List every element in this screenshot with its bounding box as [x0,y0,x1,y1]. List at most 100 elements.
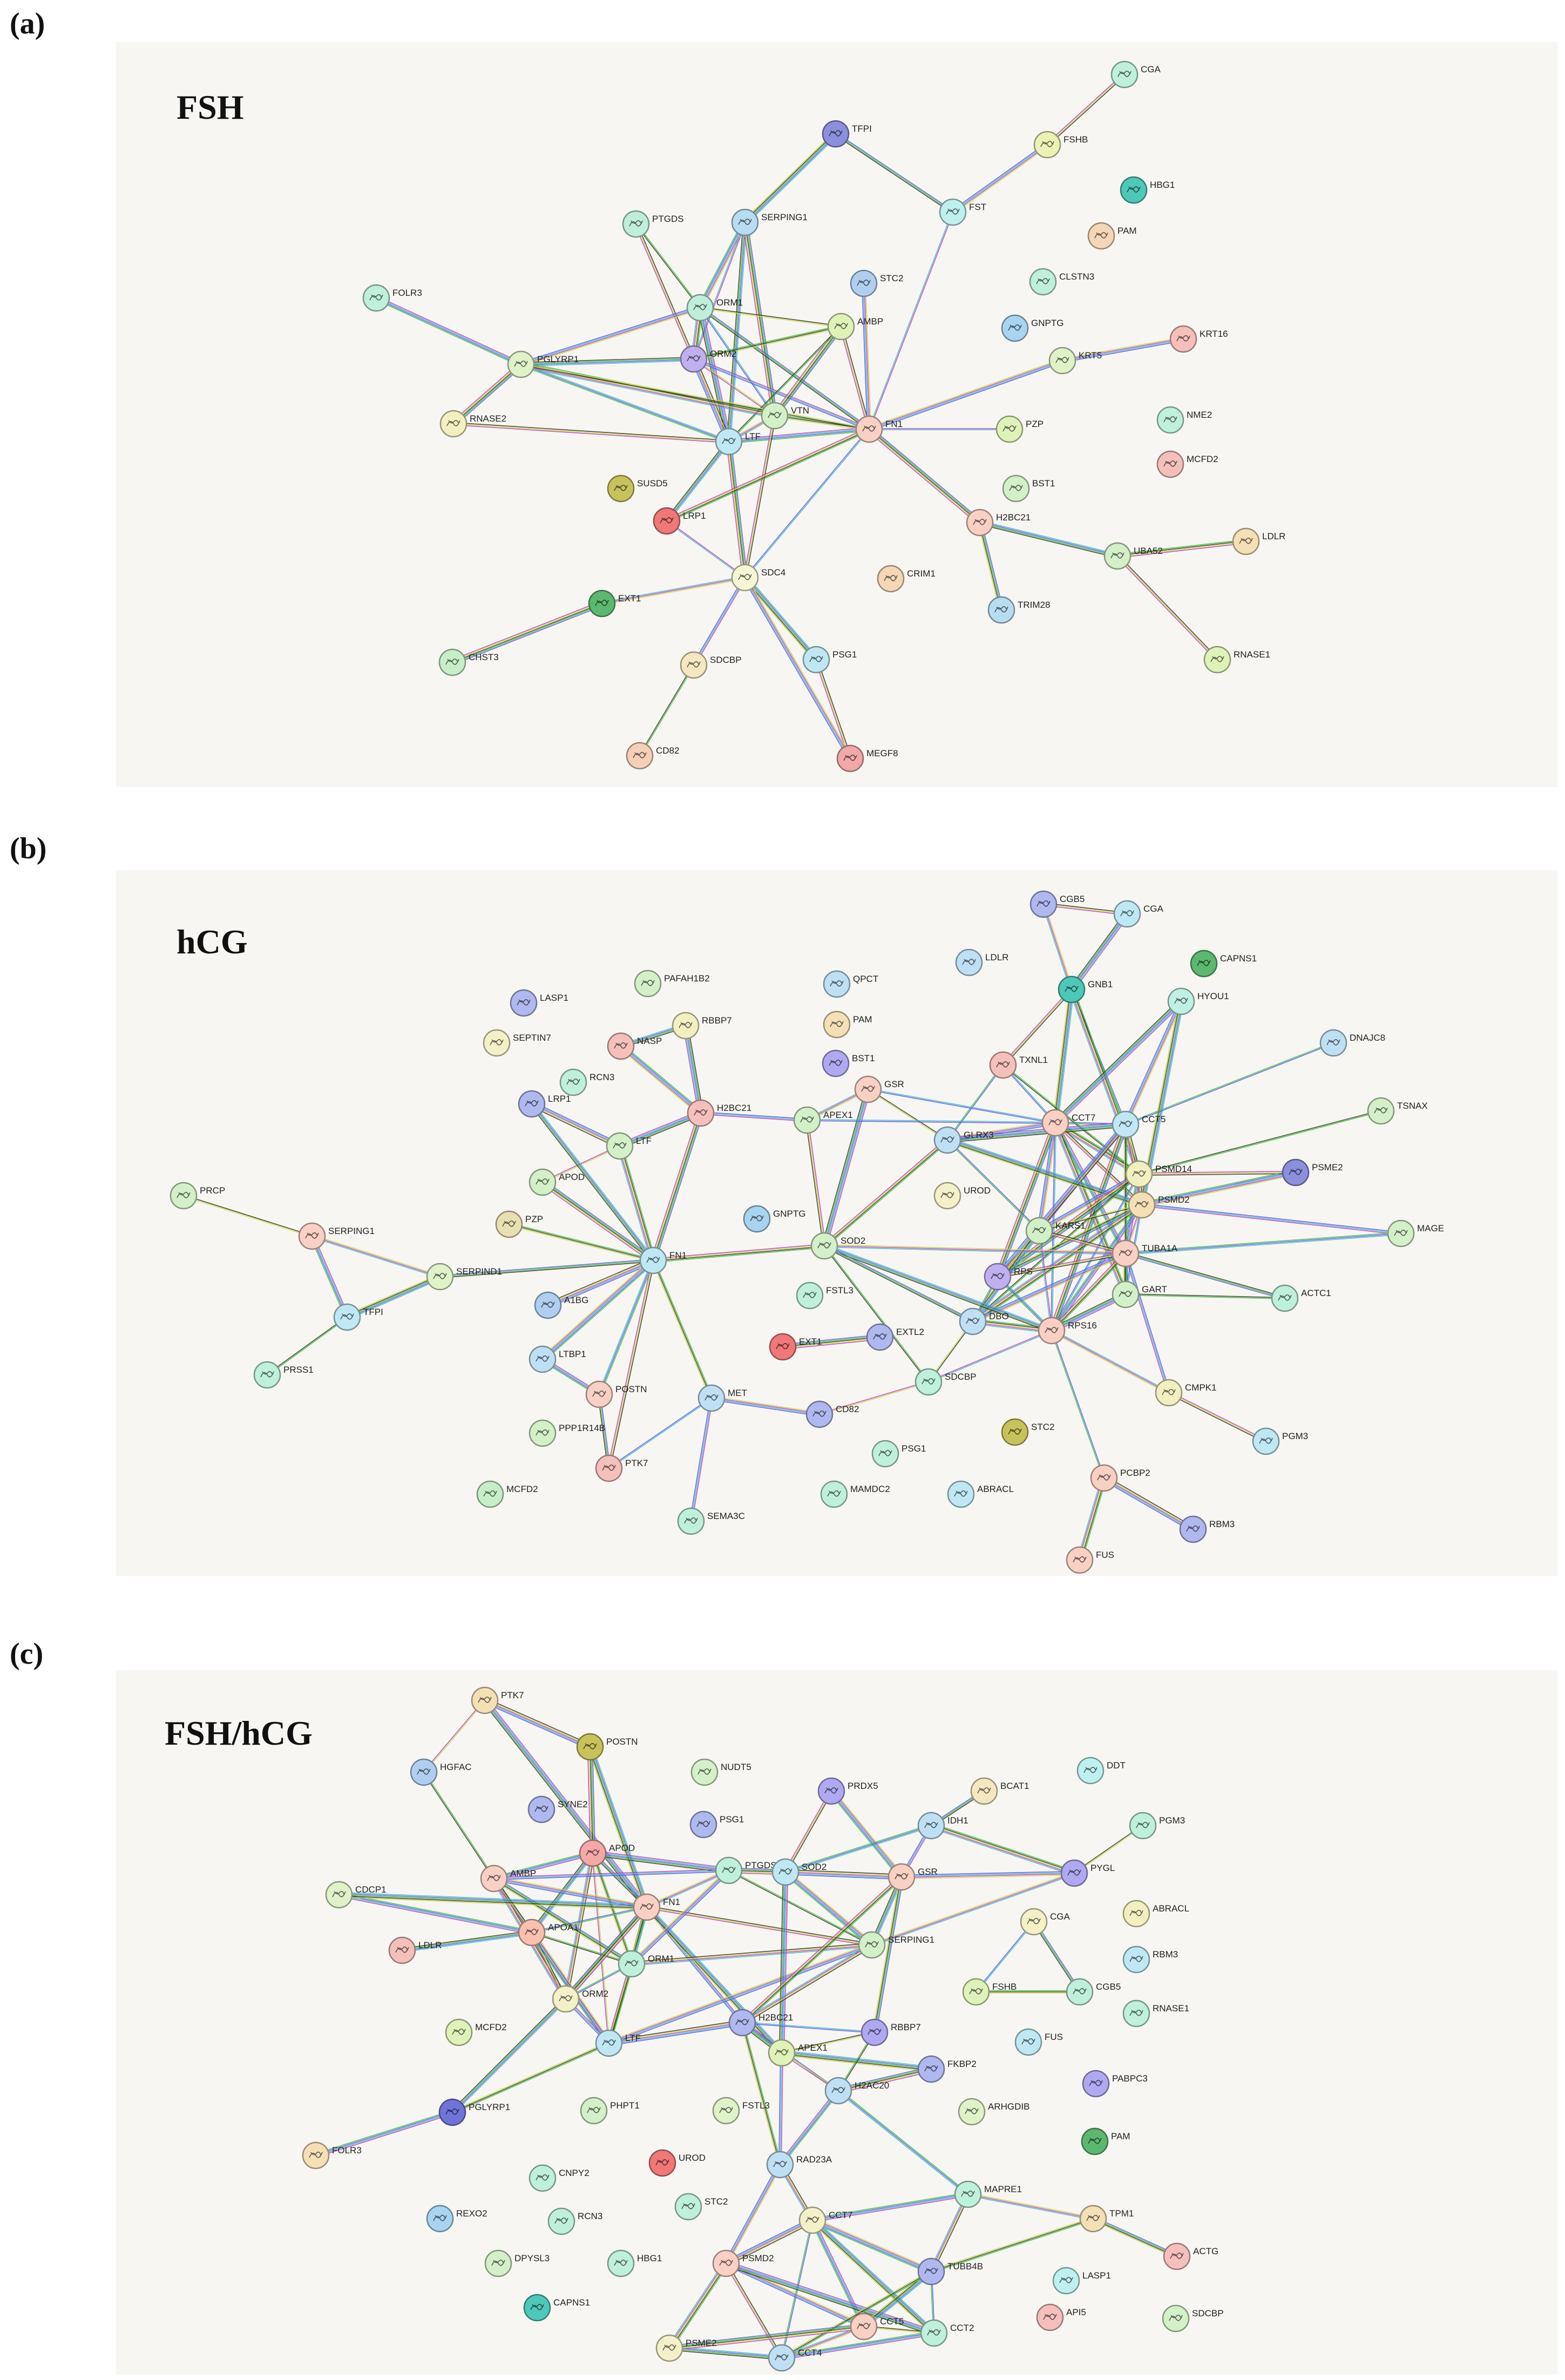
node-cga[interactable]: CGA [1020,1908,1071,1936]
node-gsr[interactable]: GSR [854,1075,904,1103]
node-cmpk1[interactable]: CMPK1 [1155,1379,1217,1407]
node-mapre1[interactable]: MAPRE1 [954,2180,1022,2208]
node-cga[interactable]: CGA [1113,900,1164,928]
node-chst3[interactable]: CHST3 [438,648,499,676]
node-tsnax[interactable]: TSNAX [1367,1097,1428,1125]
node-fus[interactable]: FUS [1014,2028,1063,2056]
node-kars1[interactable]: KARS1 [1025,1217,1086,1245]
node-cct2[interactable]: CCT2 [920,2319,974,2347]
node-bst1[interactable]: BST1 [1002,474,1055,503]
node-sdcbp[interactable]: SDCBP [1162,2304,1224,2332]
node-cct5[interactable]: CCT5 [1112,1110,1166,1138]
node-tubb4b[interactable]: TUBB4B [917,2257,983,2286]
node-abracl[interactable]: ABRACL [947,1480,1014,1508]
node-pam[interactable]: PAM [823,1011,872,1039]
node-ppp1r14b[interactable]: PPP1R14B [529,1419,605,1447]
node-sdc4[interactable]: SDC4 [731,564,785,592]
node-tpm1[interactable]: TPM1 [1079,2205,1134,2233]
node-mcfd2[interactable]: MCFD2 [445,2018,507,2046]
node-trim28[interactable]: TRIM28 [987,596,1050,624]
node-hgfac[interactable]: HGFAC [410,1758,472,1786]
node-fkbp2[interactable]: FKBP2 [917,2055,977,2083]
node-txnl1[interactable]: TXNL1 [989,1051,1048,1079]
node-nasp[interactable]: NASP [607,1032,662,1060]
node-rexo2[interactable]: REXO2 [426,2205,487,2233]
node-fn1[interactable]: FN1 [855,415,903,443]
node-sdcbp[interactable]: SDCBP [914,1368,977,1396]
node-pgm3[interactable]: PGM3 [1252,1427,1308,1455]
node-ldlr[interactable]: LDLR [1232,527,1285,555]
node-orm2[interactable]: ORM2 [680,345,736,373]
node-crim1[interactable]: CRIM1 [877,565,936,593]
node-rad23a[interactable]: RAD23A [766,2151,832,2179]
node-lasp1[interactable]: LASP1 [1052,2267,1111,2295]
node-nme2[interactable]: NME2 [1156,406,1212,434]
node-psg1[interactable]: PSG1 [802,646,857,674]
node-arhgdib[interactable]: ARHGDIB [958,2098,1029,2126]
node-ptgds[interactable]: PTGDS [622,210,684,238]
node-serping1[interactable]: SERPING1 [858,1931,934,1959]
node-ptk7[interactable]: PTK7 [595,1454,648,1482]
node-glrx3[interactable]: GLRX3 [933,1126,994,1154]
node-rbm3[interactable]: RBM3 [1179,1515,1235,1543]
node-rnase2[interactable]: RNASE2 [439,410,506,438]
node-ldlr[interactable]: LDLR [955,948,1008,977]
node-rps16[interactable]: RPS16 [1038,1317,1097,1345]
node-ltf[interactable]: LTF [595,2029,641,2057]
node-sdcbp[interactable]: SDCBP [680,651,742,679]
node-ltbp1[interactable]: LTBP1 [529,1345,586,1373]
node-ddt[interactable]: DDT [1076,1757,1126,1785]
node-pgm3[interactable]: PGM3 [1129,1812,1185,1840]
node-bcat1[interactable]: BCAT1 [970,1777,1029,1805]
node-ext1[interactable]: EXT1 [588,589,641,618]
node-tfpi[interactable]: TFPI [333,1303,383,1331]
node-lrp1[interactable]: LRP1 [653,507,706,535]
node-krt16[interactable]: KRT16 [1169,325,1228,353]
node-stc2[interactable]: STC2 [850,269,903,297]
node-ext1[interactable]: EXT1 [769,1333,822,1361]
node-pam[interactable]: PAM [1087,222,1137,250]
node-dpysl3[interactable]: DPYSL3 [484,2249,550,2277]
node-serping1[interactable]: SERPING1 [298,1222,375,1250]
node-lasp1[interactable]: LASP1 [510,989,568,1017]
node-cd82[interactable]: CD82 [626,742,679,770]
node-dnajc8[interactable]: DNAJC8 [1319,1029,1385,1057]
node-mage[interactable]: MAGE [1387,1219,1444,1247]
node-actc1[interactable]: ACTC1 [1271,1284,1331,1312]
node-cct7[interactable]: CCT7 [1041,1109,1095,1137]
node-rcn3[interactable]: RCN3 [547,2207,602,2235]
node-serping1[interactable]: SERPING1 [731,208,808,236]
node-septin7[interactable]: SEPTIN7 [483,1029,551,1057]
node-psg1[interactable]: PSG1 [871,1440,926,1468]
node-rcn3[interactable]: RCN3 [559,1068,614,1096]
node-pcbp2[interactable]: PCBP2 [1090,1464,1150,1492]
node-rbm3[interactable]: RBM3 [1122,1945,1178,1974]
node-orm1[interactable]: ORM1 [618,1950,674,1978]
node-bst1[interactable]: BST1 [822,1049,875,1077]
node-h2bc21[interactable]: H2BC21 [966,508,1031,537]
node-rnase1[interactable]: RNASE1 [1122,1999,1189,2028]
node-gnb1[interactable]: GNB1 [1058,975,1113,1003]
node-phpt1[interactable]: PHPT1 [580,2097,640,2125]
node-cnpy2[interactable]: CNPY2 [529,2164,590,2192]
node-pam[interactable]: PAM [1081,2127,1130,2155]
node-a1bg[interactable]: A1BG [534,1291,588,1319]
node-h2ac20[interactable]: H2AC20 [824,2077,889,2105]
node-vtn[interactable]: VTN [761,402,809,430]
node-hbg1[interactable]: HBG1 [607,2249,662,2277]
node-cd82[interactable]: CD82 [805,1400,859,1428]
node-capns1[interactable]: CAPNS1 [1190,950,1257,978]
node-prdx5[interactable]: PRDX5 [817,1777,878,1805]
node-gnptg[interactable]: GNPTG [1001,314,1063,342]
node-met[interactable]: MET [697,1384,747,1412]
node-api5[interactable]: API5 [1036,2303,1086,2331]
node-mamdc2[interactable]: MAMDC2 [820,1480,890,1508]
node-folr3[interactable]: FOLR3 [362,284,422,312]
node-rps[interactable]: RPS [984,1263,1033,1291]
node-nudt5[interactable]: NUDT5 [690,1758,751,1786]
node-krt5[interactable]: KRT5 [1048,347,1102,375]
node-mcfd2[interactable]: MCFD2 [476,1480,538,1508]
node-rbbp7[interactable]: RBBP7 [861,2018,921,2046]
node-psme2[interactable]: PSME2 [1282,1158,1343,1186]
node-psmd14[interactable]: PSMD14 [1125,1160,1192,1188]
